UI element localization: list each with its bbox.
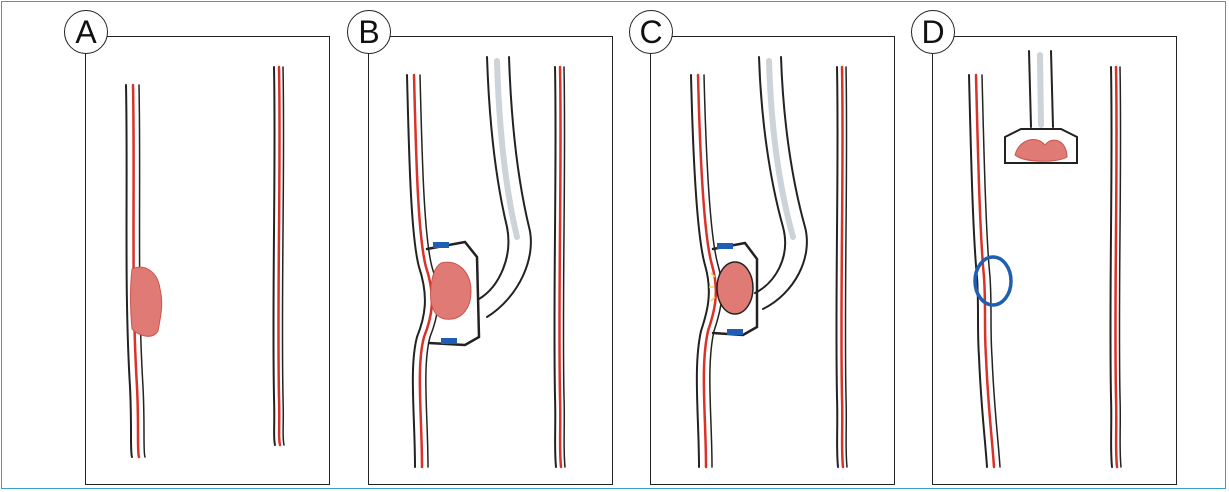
panel-label: D <box>911 10 955 54</box>
panel-label: B <box>347 10 391 54</box>
panel-c-drawing <box>651 37 896 486</box>
panel-d: D <box>932 36 1177 485</box>
panel-b: B <box>368 36 613 485</box>
panel-c: C <box>650 36 895 485</box>
panel-label: C <box>629 10 673 54</box>
panel-b-drawing <box>369 37 614 486</box>
panel-d-drawing <box>933 37 1178 486</box>
panel-a-drawing <box>86 37 331 486</box>
panel-label: A <box>64 10 108 54</box>
panel-a: A <box>85 36 330 485</box>
